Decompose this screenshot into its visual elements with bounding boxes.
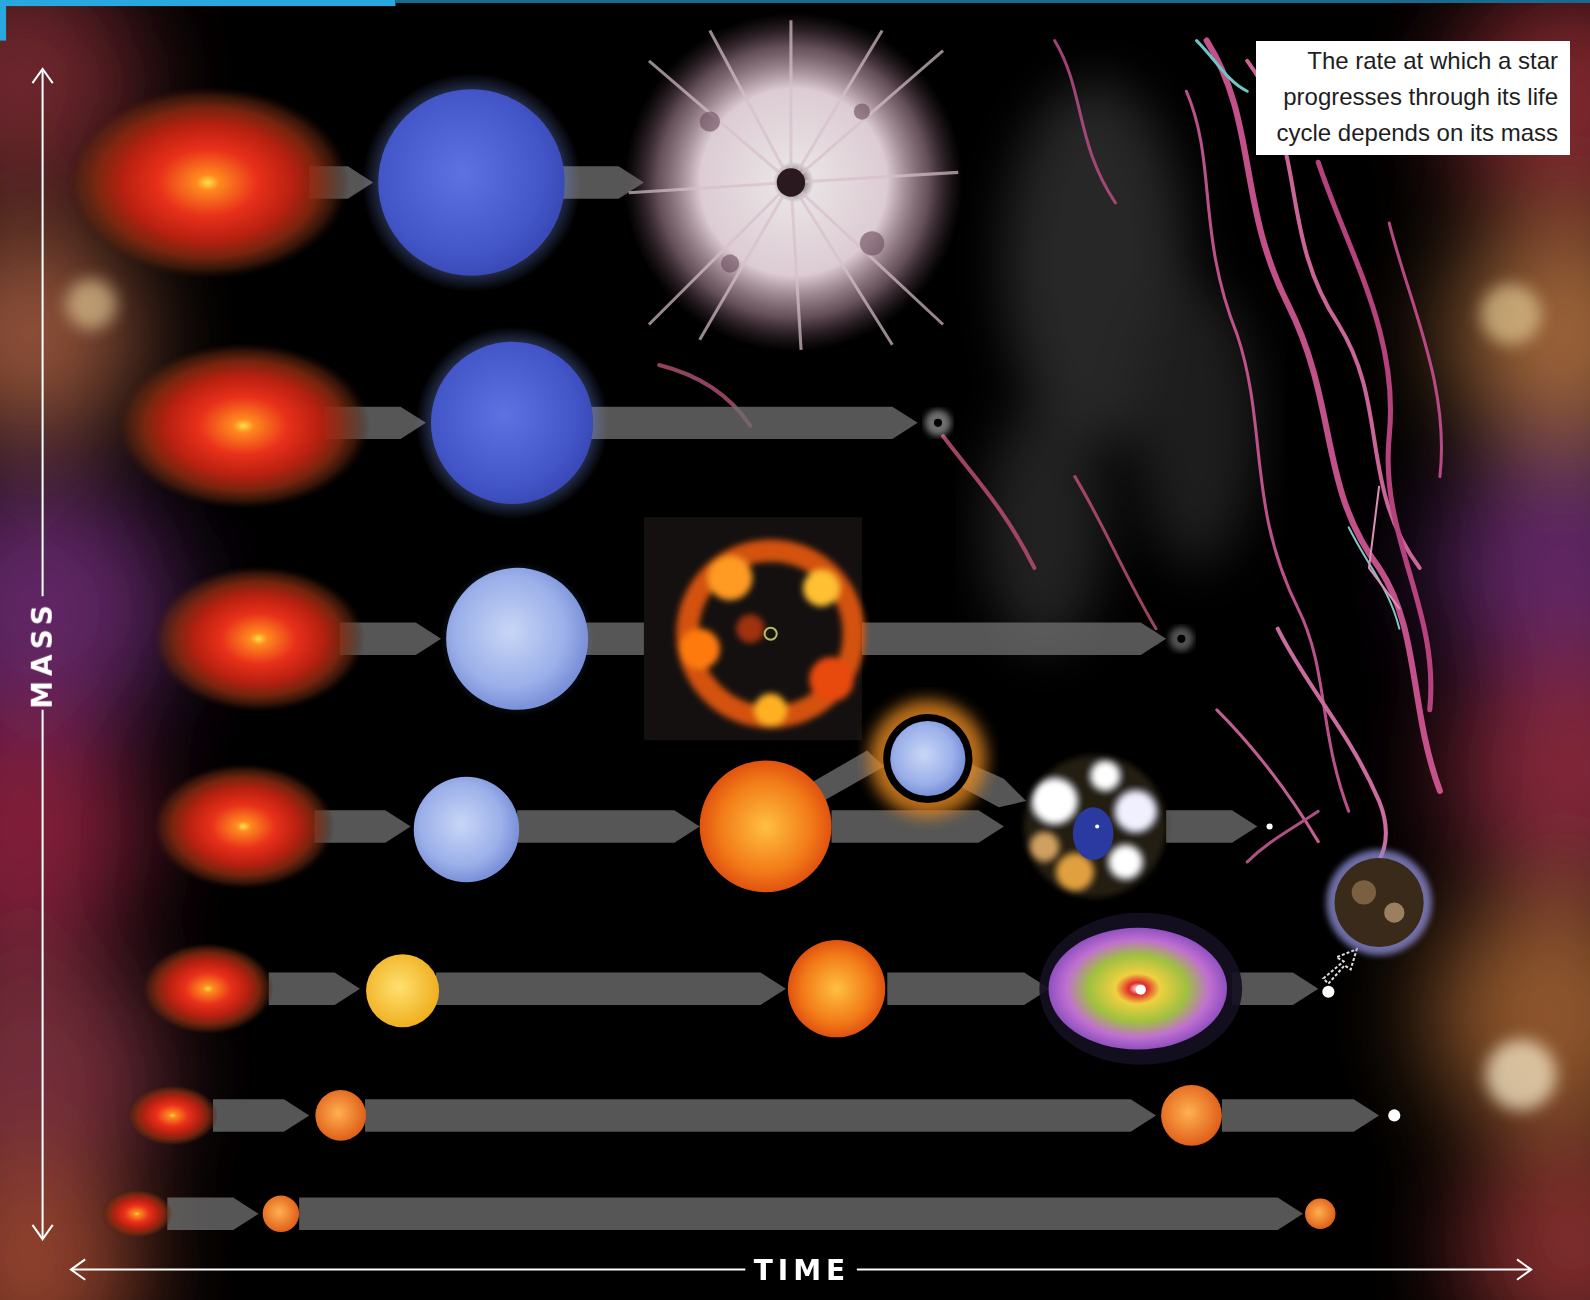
axis-label-time: TIME [754,1254,851,1287]
caption-box: The rate at which a star progresses thro… [1256,41,1570,155]
axis-label-mass: MASS [26,600,59,709]
